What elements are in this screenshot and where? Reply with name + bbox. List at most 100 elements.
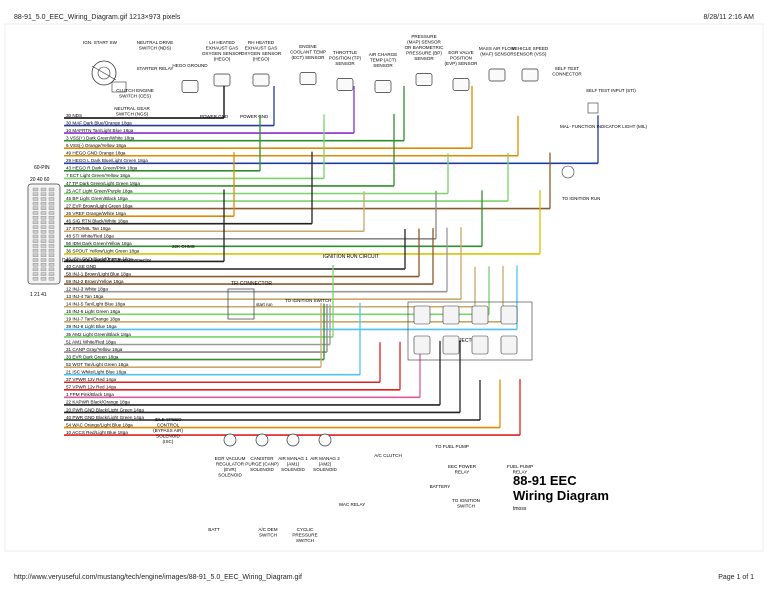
wire-label: 31 CANP Gray/Yellow 18ga [66, 347, 123, 352]
wire-label: 6 VSS(-) Orange/Yellow 18ga [66, 143, 127, 148]
component-label: WAC RELAY [339, 502, 366, 507]
resistor-label: 22K OHMS [172, 244, 195, 249]
connector-pin [32, 267, 39, 272]
component-label: TO FUEL PUMP [435, 444, 469, 449]
component-label: AIR MANAG 2 [310, 456, 340, 461]
connector-pin [48, 258, 55, 262]
component-batt: BATT [208, 527, 220, 532]
injector [442, 305, 460, 325]
component-label: (BYPASS AIR) [153, 428, 183, 433]
wire-label: 48 STI White/Red 18ga [66, 234, 114, 239]
component-label: SWITCH (CES) [119, 94, 151, 99]
pin-numbers-top: 20 40 60 [30, 177, 50, 183]
injector [471, 305, 489, 325]
wire-label: 33 EVR Dark Green 18ga [66, 354, 119, 359]
connector-pin [40, 263, 47, 267]
self-test-input-label: SELF TEST INPUT (STI) [586, 88, 636, 93]
connector-pin [48, 239, 55, 243]
connector-pin [48, 197, 55, 201]
component-label: BATTERY [430, 484, 451, 489]
component-label: NEUTRAL GEAR [114, 106, 150, 111]
connector-pin [48, 267, 55, 272]
connector-pin [40, 277, 47, 281]
wire-label: 39 INJ-8 Light Blue 18ga [66, 324, 117, 329]
diagram-frame [4, 23, 764, 552]
component-label: THROTTLE [333, 50, 357, 55]
connector-pin [32, 272, 39, 276]
self-test-area: SELF TEST INPUT (STI) MAL- FUNCTION INDI… [560, 88, 648, 201]
component-label: IGN. START SW [83, 40, 118, 45]
wire-label: 49 HEGO GND Orange 18ga [66, 151, 126, 156]
connector-pin [32, 234, 39, 239]
connector-pin [32, 258, 39, 262]
component-label: NEUTRAL DRIVE [137, 40, 174, 45]
component-label: SOLENOID [281, 467, 305, 472]
connector-pin [40, 220, 47, 225]
component-label: SOLENOID [218, 473, 242, 478]
connector-pin [48, 187, 55, 192]
component-label: A/C CLUTCH [374, 453, 402, 458]
component-label: POSITION (TP) [329, 56, 362, 61]
component-label: LH HEATED [209, 40, 235, 45]
connector-pin [40, 248, 47, 253]
connector-pin [32, 239, 39, 243]
connector-pin [40, 267, 47, 272]
component-starter-relay: STARTER RELAY [136, 66, 173, 71]
power-gnd-label-1: POWER GND [200, 114, 229, 119]
wire-label: 51 AM1 White/Red 18ga [66, 339, 116, 344]
connector-pin [48, 225, 55, 229]
component-label: (HEGO) [253, 57, 270, 62]
component-label: (MAP) SENSOR [407, 40, 441, 45]
component-label: TO IGNITION [452, 498, 480, 503]
component-hego-ground: HEGO GROUND [172, 63, 208, 93]
firewall-note: Driver's side firewall 5.8" from connect… [62, 258, 151, 264]
pin-numbers-bottom: 1 21 41 [30, 292, 47, 298]
to-ignition-run-label: TO IGNITION RUN [562, 196, 600, 201]
eec-60-pin-connector: 60-PIN 20 40 60 1 21 41 [27, 165, 61, 298]
component-maf: MASS AIR FLOW(MAF) SENSOR [479, 46, 516, 82]
wire-label: 58 INJ-1 Brown/Light Blue 18ga [66, 271, 131, 276]
connector-pin [40, 239, 47, 243]
component-label: SWITCH [296, 538, 314, 543]
component-label: CANISTER [250, 456, 274, 461]
wire-label: 3 VSS(+) Dark Green/White 18ga [66, 135, 135, 140]
connector-pin [32, 187, 39, 192]
component-to-fuel-pump: TO FUEL PUMP [435, 444, 469, 449]
wire-label: 54 WAC Orange/Light Blue 18ga [66, 422, 133, 427]
connector-pin [32, 244, 39, 248]
connector-pin [32, 277, 39, 281]
component-ign-start-sw: IGN. START SW [83, 40, 118, 45]
connector-pin [32, 197, 39, 201]
wire-label: 47 TP Dark Green/Light Green 18ga [66, 181, 140, 186]
connector-pin [32, 206, 39, 210]
connector-pin [40, 253, 47, 257]
tfi-label: TFI CONNECTOR [231, 281, 272, 287]
connector-pin [40, 206, 47, 210]
title-block: 88-91 EEC Wiring Diagram tmoss [513, 473, 609, 512]
connector-pin [40, 192, 47, 196]
wire-label: 20 PWR GND Black/Light Green 14ga [66, 407, 144, 412]
diagram-title-line1: 88-91 EEC [513, 473, 577, 488]
component-label: CYCLIC [297, 527, 315, 532]
wire-label: 37 VPWR 12v Red 14ga [66, 377, 116, 382]
component-label: TEMP (ACT) [370, 58, 397, 63]
component-label: EXHAUST GAS [245, 46, 278, 51]
wire-label: 30 MAF Dark Blue/Orange 18ga [66, 120, 132, 125]
component-label: (MAF) SENSOR [480, 52, 514, 57]
connector-pin [48, 220, 55, 225]
footer-page: Page 1 of 1 [718, 574, 754, 581]
header-file-title: 88-91_5.0_EEC_Wiring_Diagram.gif 1213×97… [14, 14, 181, 21]
component-label: CLUTCH ENGINE [116, 88, 154, 93]
component-label: CONTROL [157, 423, 180, 428]
component-label: REGULATOR [216, 462, 245, 467]
component-wac-relay: WAC RELAY [339, 502, 366, 507]
